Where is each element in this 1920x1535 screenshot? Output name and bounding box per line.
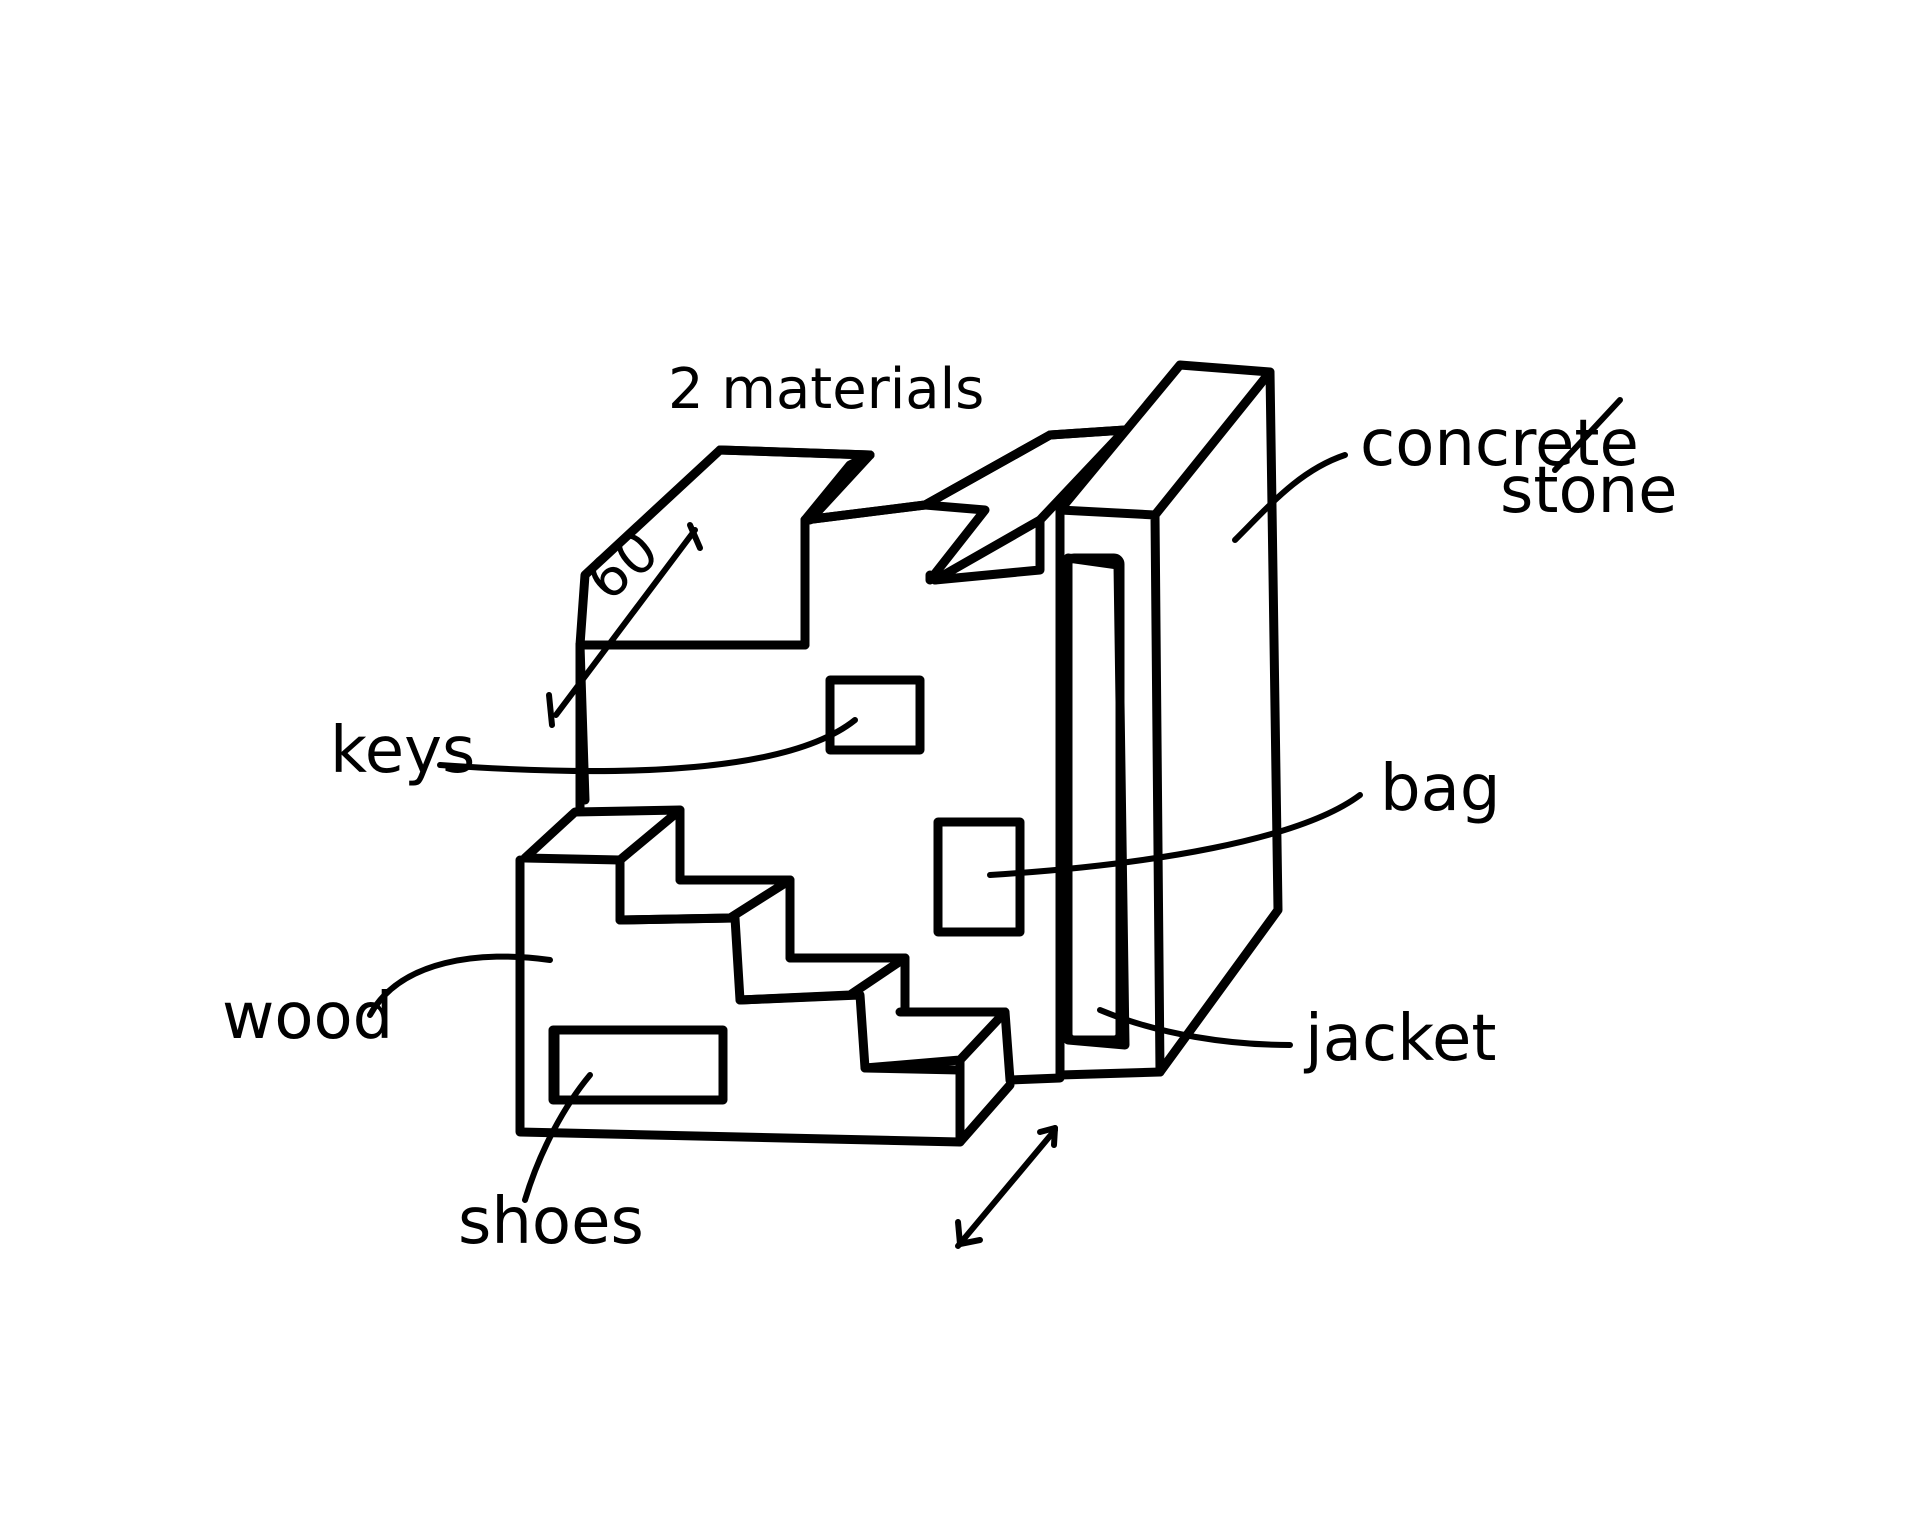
keys-compartment (825, 675, 925, 755)
leader-lines (367, 452, 1363, 1203)
side-panel (1005, 360, 1283, 1085)
label-stone: stone (1500, 454, 1678, 528)
label-concrete: concrete (1360, 407, 1639, 481)
depth-arrow (955, 1125, 1058, 1249)
leader-shoes (522, 1072, 593, 1203)
concrete-strike (1552, 397, 1623, 473)
leader-concrete-stone (1232, 452, 1348, 543)
dimension-label: 60 (575, 518, 671, 614)
stairs-block (515, 805, 1015, 1147)
label-jacket: jacket (1303, 1002, 1496, 1076)
leader-wood (367, 953, 553, 1018)
leader-jacket (1097, 1007, 1293, 1048)
bag-compartment (933, 817, 1025, 937)
label-wood: wood (222, 980, 393, 1054)
dimension-60: 60 (546, 518, 703, 728)
note-materials: 2 materials (668, 357, 984, 422)
leader-bag (987, 792, 1363, 878)
leader-keys (437, 717, 858, 775)
main-front-face (575, 640, 1025, 937)
jacket-slot (1063, 553, 1125, 1045)
label-bag: bag (1380, 752, 1500, 826)
label-shoes: shoes (458, 1185, 644, 1259)
label-keys: keys (330, 714, 475, 788)
